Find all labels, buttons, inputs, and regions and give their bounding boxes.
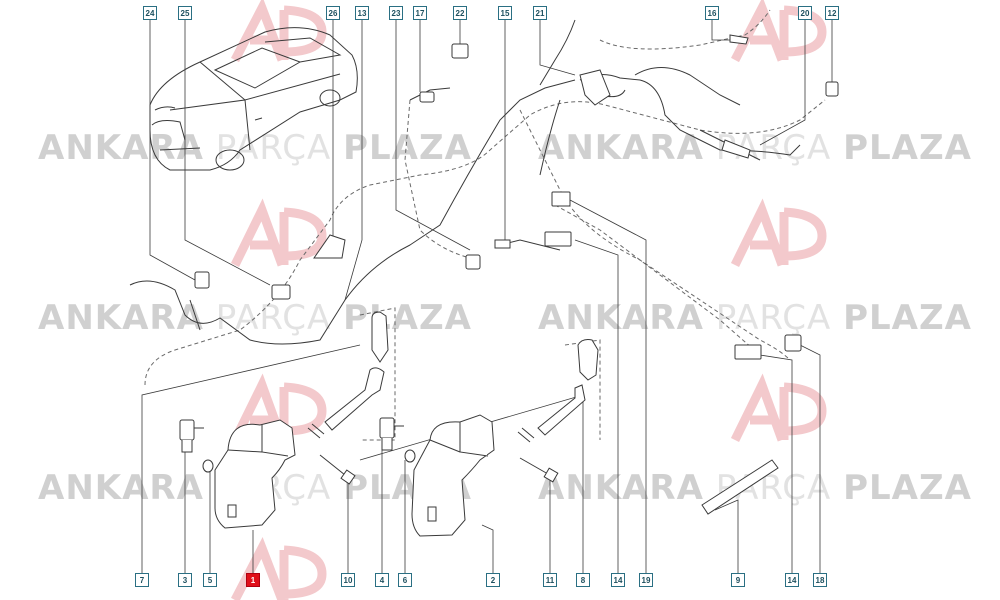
callout-label[interactable]: 5 — [203, 573, 217, 587]
callout-label[interactable]: 23 — [389, 6, 403, 20]
callout-label-highlighted[interactable]: 1 — [246, 573, 260, 587]
callout-label[interactable]: 17 — [413, 6, 427, 20]
watermark-text: ANKARA PARÇA PLAZA — [538, 468, 972, 508]
callout-label[interactable]: 6 — [398, 573, 412, 587]
pump-grommet — [202, 449, 416, 473]
callout-label[interactable]: 15 — [498, 6, 512, 20]
callout-label[interactable]: 14 — [611, 573, 625, 587]
callout-label[interactable]: 2 — [486, 573, 500, 587]
hose-lines — [129, 19, 801, 345]
callout-label[interactable]: 4 — [375, 573, 389, 587]
washer-pump — [179, 417, 404, 453]
callout-label[interactable]: 18 — [813, 573, 827, 587]
callout-label[interactable]: 11 — [543, 573, 557, 587]
callout-label[interactable]: 22 — [453, 6, 467, 20]
dashed-outline — [144, 9, 826, 441]
washer-jet — [579, 34, 751, 159]
callout-label[interactable]: 10 — [341, 573, 355, 587]
mounting-bolt — [319, 454, 559, 485]
callout-label[interactable]: 3 — [178, 573, 192, 587]
hose-clip — [194, 43, 839, 443]
callout-label[interactable]: 19 — [639, 573, 653, 587]
watermark-text: ANKARA PARÇA PLAZA — [538, 298, 972, 338]
filler-neck — [324, 311, 599, 436]
washer-reservoir-left — [214, 419, 296, 529]
washer-reservoir-right — [411, 414, 495, 537]
callout-label[interactable]: 26 — [326, 6, 340, 20]
callout-label[interactable]: 24 — [143, 6, 157, 20]
watermark-text: ANKARA PARÇA PLAZA — [38, 128, 472, 168]
watermark-logo — [230, 0, 827, 600]
callout-label[interactable]: 8 — [576, 573, 590, 587]
connector-pipe — [701, 459, 779, 515]
callout-label[interactable]: 16 — [705, 6, 719, 20]
car-illustration — [149, 27, 358, 171]
callout-label[interactable]: 13 — [355, 6, 369, 20]
callout-label[interactable]: 12 — [825, 6, 839, 20]
callout-label[interactable]: 9 — [731, 573, 745, 587]
callout-label[interactable]: 21 — [533, 6, 547, 20]
callout-label[interactable]: 20 — [798, 6, 812, 20]
callout-label[interactable]: 14 — [785, 573, 799, 587]
callout-label[interactable]: 7 — [135, 573, 149, 587]
callout-label[interactable]: 25 — [178, 6, 192, 20]
leader-lines — [141, 20, 833, 580]
